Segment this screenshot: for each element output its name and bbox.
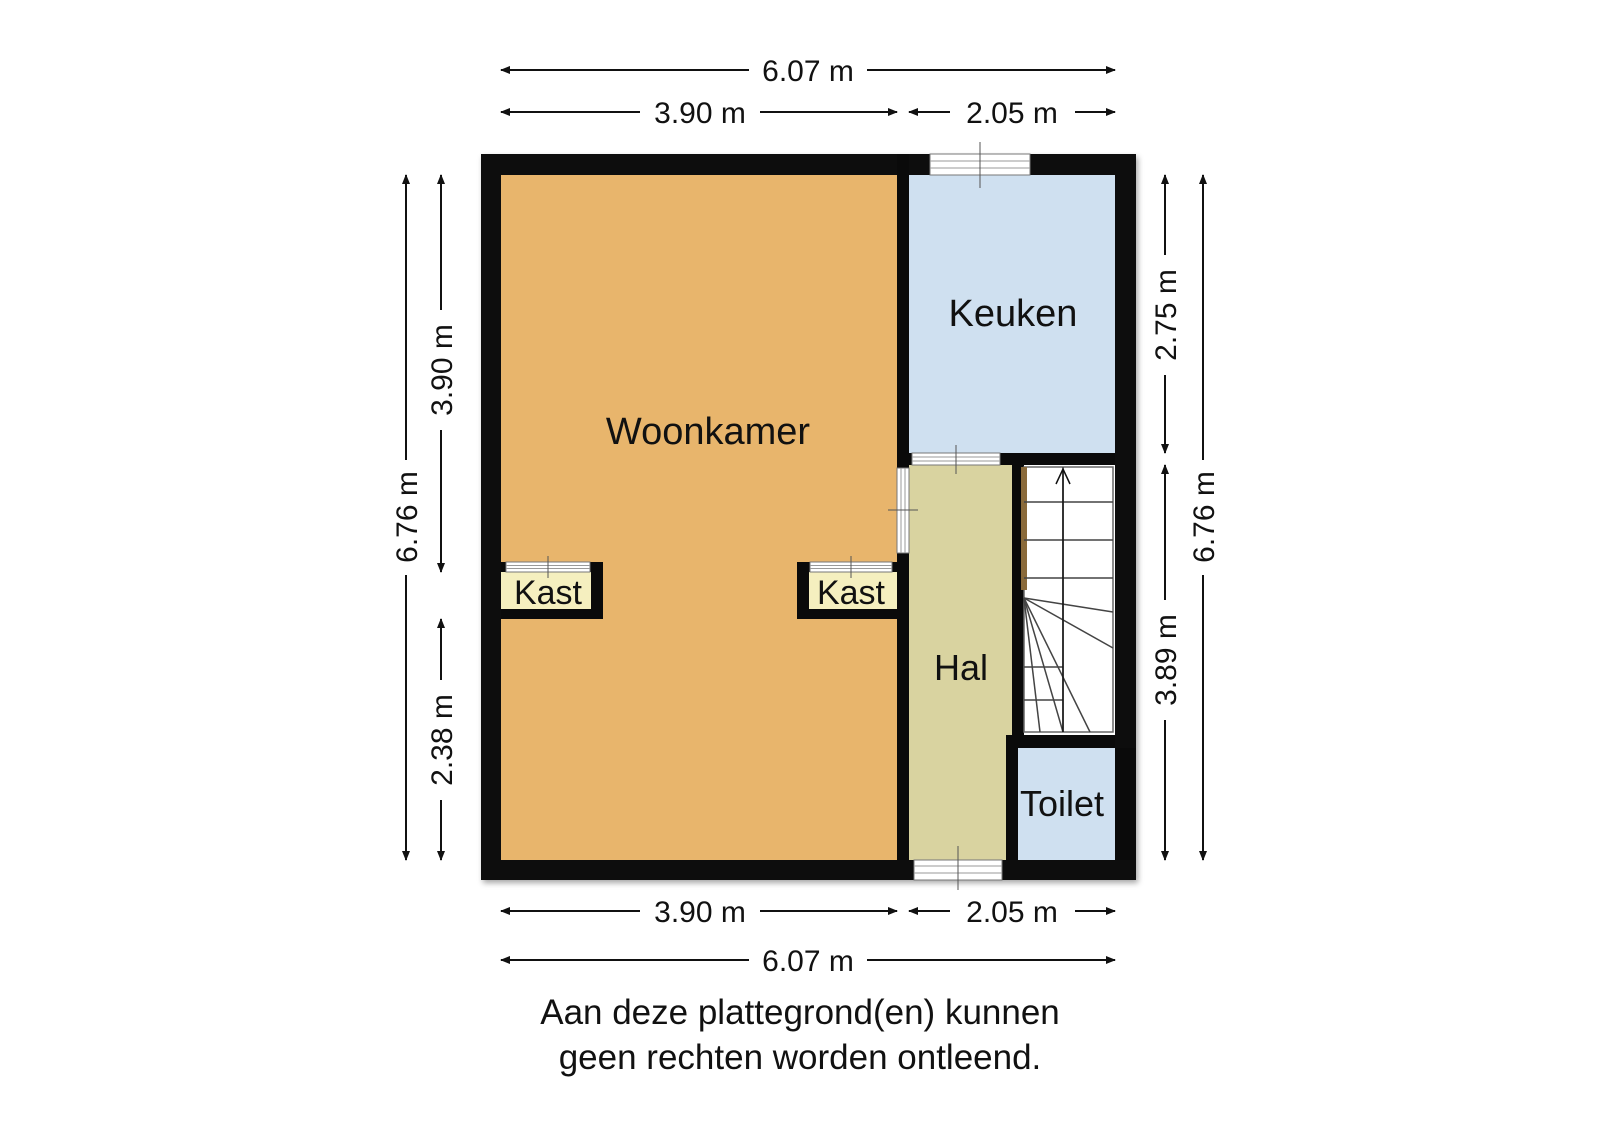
dim-left-lower: 2.38 m	[426, 618, 459, 861]
kast-left	[501, 572, 591, 609]
svg-text:3.90 m: 3.90 m	[426, 324, 459, 416]
dim-left-upper: 3.90 m	[426, 174, 459, 573]
kast-right-door	[809, 556, 893, 578]
svg-text:2.75 m: 2.75 m	[1150, 269, 1183, 361]
disclaimer: Aan deze plattegrond(en) kunnen geen rec…	[0, 990, 1600, 1080]
dim-bottom-right: 2.05 m	[908, 896, 1116, 929]
svg-text:2.05 m: 2.05 m	[966, 896, 1058, 929]
disclaimer-line-2: geen rechten worden ontleend.	[558, 1038, 1042, 1077]
room-toilet	[1018, 748, 1115, 860]
staircase	[1021, 466, 1114, 733]
outer-wall-right-edge	[1115, 748, 1136, 860]
svg-text:3.90 m: 3.90 m	[654, 97, 746, 130]
svg-text:6.07 m: 6.07 m	[762, 55, 854, 88]
label-keuken: Keuken	[949, 293, 1078, 335]
room-keuken	[909, 175, 1115, 453]
dim-left-outer: 6.76 m	[391, 174, 424, 861]
dim-top-total: 6.07 m	[500, 55, 1116, 88]
dim-bottom-total: 6.07 m	[500, 945, 1116, 978]
label-woonkamer: Woonkamer	[606, 411, 811, 453]
wall-hal-toilet	[1006, 735, 1018, 860]
dim-right-lower: 3.89 m	[1150, 464, 1183, 861]
dim-right-upper: 2.75 m	[1150, 174, 1183, 454]
svg-text:6.07 m: 6.07 m	[762, 945, 854, 978]
label-hal: Hal	[934, 647, 988, 688]
opening-keuken-hal	[911, 445, 1001, 474]
svg-text:6.76 m: 6.76 m	[1188, 471, 1221, 563]
svg-text:2.38 m: 2.38 m	[426, 694, 459, 786]
kast-left-door	[505, 556, 591, 578]
svg-text:3.89 m: 3.89 m	[1150, 614, 1183, 706]
opening-woonkamer-hal	[888, 467, 918, 554]
window-keuken-top	[929, 142, 1031, 188]
svg-text:6.76 m: 6.76 m	[391, 471, 424, 563]
dim-top-right: 2.05 m	[908, 97, 1116, 130]
svg-text:2.05 m: 2.05 m	[966, 97, 1058, 130]
label-toilet: Toilet	[1020, 783, 1104, 824]
front-door	[913, 846, 1003, 890]
kast-right	[809, 572, 897, 609]
dim-right-outer: 6.76 m	[1188, 174, 1221, 861]
wall-stairs-toilet	[1006, 735, 1115, 748]
dim-top-left: 3.90 m	[500, 97, 898, 130]
disclaimer-line-1: Aan deze plattegrond(en) kunnen	[540, 993, 1060, 1032]
room-woonkamer	[501, 175, 897, 860]
label-kast-left: Kast	[514, 574, 583, 612]
dim-bottom-left: 3.90 m	[500, 896, 898, 929]
label-kast-right: Kast	[817, 574, 886, 612]
svg-text:3.90 m: 3.90 m	[654, 896, 746, 929]
room-hal	[909, 465, 1012, 860]
